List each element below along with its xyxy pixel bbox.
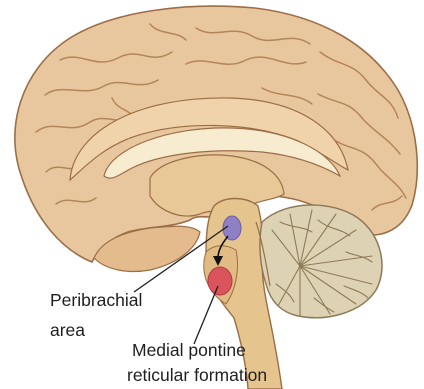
peribrachial-label-line1: Peribrachial (50, 289, 142, 311)
medial-pontine-marker (208, 267, 232, 295)
medial-pontine-label-line2: reticular formation (127, 364, 267, 386)
medial-pontine-leader-line (194, 286, 218, 344)
medial-pontine-label-line1: Medial pontine (132, 339, 246, 361)
peribrachial-label-line2: area (50, 319, 85, 341)
